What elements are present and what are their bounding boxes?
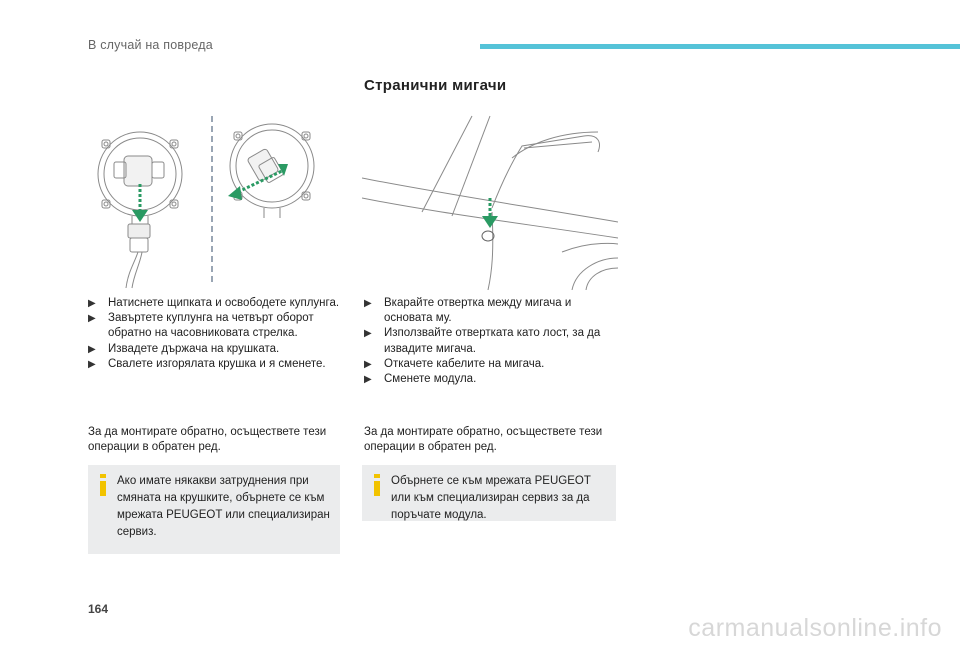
connector-plug <box>125 223 151 289</box>
arrow-bullet-icon: ▶ <box>88 298 96 309</box>
page-number: 164 <box>88 602 109 616</box>
fog-lamp-housing-1 <box>97 131 183 226</box>
arrow-bullet-icon: ▶ <box>364 358 372 370</box>
list-item: ▶Свалете изгорялата крушка и я сменете. <box>88 357 340 372</box>
left-steps-list: ▶Натиснете щипката и освободете куплунга… <box>88 296 340 372</box>
arrow-bullet-icon: ▶ <box>364 328 372 340</box>
arrow-bullet-icon: ▶ <box>364 298 372 309</box>
info-box-left: Ако имате някакви затруднения при смянат… <box>88 465 340 554</box>
car-body-outline <box>362 115 618 290</box>
list-item: ▶Натиснете щипката и освободете куплунга… <box>88 296 340 311</box>
info-text: Ако имате някакви затруднения при смянат… <box>117 475 330 538</box>
list-item: ▶Използвайте отвертката като лост, за да… <box>364 327 601 355</box>
info-icon <box>100 474 106 496</box>
page-heading: Странични мигачи <box>364 77 507 94</box>
arrow-bullet-icon: ▶ <box>88 343 96 355</box>
header-accent-bar <box>480 44 960 49</box>
info-text: Обърнете се към мрежата PEUGEOT или към … <box>391 475 591 521</box>
arrow-head <box>482 216 498 228</box>
right-steps-list: ▶Вкарайте отвертка между мигача и основа… <box>364 296 620 387</box>
arrow-head-right <box>278 164 288 176</box>
info-icon <box>374 474 380 496</box>
list-item: ▶Откачете кабелите на мигача. <box>364 357 620 372</box>
arrow-head <box>132 210 148 222</box>
reassembly-note-right: За да монтирате обратно, осъществете тез… <box>364 426 603 454</box>
side-indicator-illustration <box>362 115 618 290</box>
arrow-bullet-icon: ▶ <box>88 313 96 325</box>
reassembly-note-left: За да монтирате обратно, осъществете тез… <box>88 426 327 454</box>
info-box-right: Обърнете се към мрежата PEUGEOT или към … <box>362 465 616 521</box>
fog-lamp-housing-2 <box>229 123 315 218</box>
side-indicator-lamp <box>481 230 495 242</box>
section-title: В случай на повреда <box>88 38 213 52</box>
list-item: ▶Извадете държача на крушката. <box>88 342 340 357</box>
arrow-bullet-icon: ▶ <box>88 358 96 370</box>
list-item: ▶Завъртете куплунга на четвърт оборот об… <box>88 312 314 340</box>
watermark[interactable]: carmanualsonline.info <box>688 614 942 642</box>
arrow-bullet-icon: ▶ <box>364 374 372 386</box>
list-item: ▶Вкарайте отвертка между мигача и основа… <box>364 297 572 325</box>
list-item: ▶Сменете модула. <box>364 372 620 387</box>
green-dashed-arrow-icon <box>237 168 285 194</box>
bulb-holder-illustration <box>97 116 315 289</box>
arrow-head-left <box>228 186 242 200</box>
